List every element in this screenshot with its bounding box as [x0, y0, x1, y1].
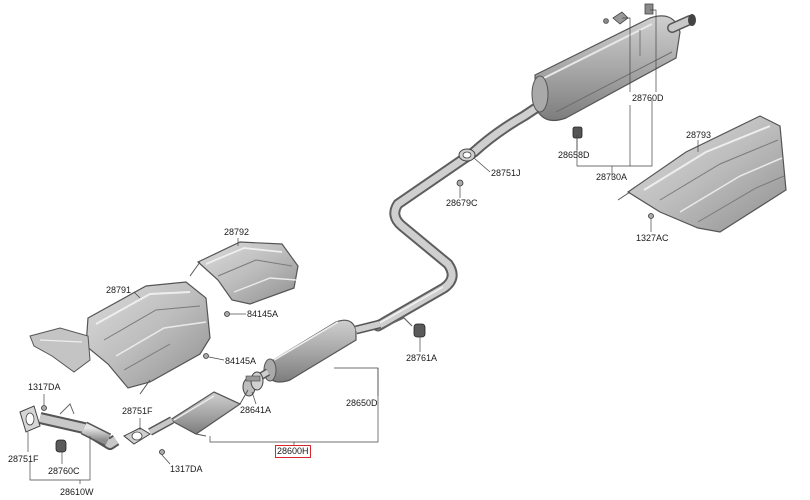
callout-28658d[interactable]: 28658D	[558, 150, 590, 160]
rear-muffler	[531, 3, 696, 121]
callout-28751f-left[interactable]: 28751F	[8, 454, 39, 464]
callout-28761a[interactable]: 28761A	[406, 353, 438, 363]
callout-84145a-lower[interactable]: 84145A	[225, 356, 257, 366]
hanger-28761a	[381, 317, 426, 338]
front-heat-shield	[29, 281, 211, 395]
center-muffler	[255, 319, 382, 383]
hanger-rubber-28658d	[572, 126, 583, 139]
callout-28792[interactable]: 28792	[224, 227, 250, 237]
callout-28791[interactable]: 28791	[106, 285, 132, 295]
callout-28751f-right[interactable]: 28751F	[122, 406, 153, 416]
callout-1317da-upper[interactable]: 1317DA	[28, 382, 61, 392]
rear-heat-shield	[617, 115, 787, 233]
rear-flange	[456, 148, 476, 187]
callout-84145a-upper[interactable]: 84145A	[247, 309, 279, 319]
hanger-28760c	[55, 439, 67, 453]
callout-28610w[interactable]: 28610W	[60, 487, 94, 497]
callout-28751j[interactable]: 28751J	[491, 168, 521, 178]
fastener-84145a-upper	[224, 311, 230, 317]
catalytic-converter	[148, 389, 249, 437]
callout-1327ac[interactable]: 1327AC	[636, 233, 669, 243]
callout-28679c[interactable]: 28679C	[446, 198, 478, 208]
small-heat-shield	[189, 241, 299, 305]
exhaust-pipe	[372, 94, 554, 332]
callout-28793[interactable]: 28793	[686, 130, 712, 140]
callout-1317da-lower[interactable]: 1317DA	[170, 464, 203, 474]
flange-28751f	[123, 427, 151, 445]
fastener-1317da-lower	[159, 449, 165, 455]
front-pipe	[38, 403, 120, 450]
callout-28760d[interactable]: 28760D	[632, 93, 664, 103]
callout-28650d[interactable]: 28650D	[346, 398, 378, 408]
callout-28760c[interactable]: 28760C	[48, 466, 80, 476]
fastener-1327ac	[648, 213, 654, 219]
callout-28641a[interactable]: 28641A	[240, 405, 272, 415]
fastener-84145a-lower	[203, 353, 209, 359]
front-flange	[19, 405, 47, 433]
leader-lines	[27, 9, 699, 484]
callout-28600h-highlighted[interactable]: 28600H	[275, 445, 311, 458]
clamp-28641a	[242, 371, 264, 397]
callout-28730a[interactable]: 28730A	[596, 172, 628, 182]
